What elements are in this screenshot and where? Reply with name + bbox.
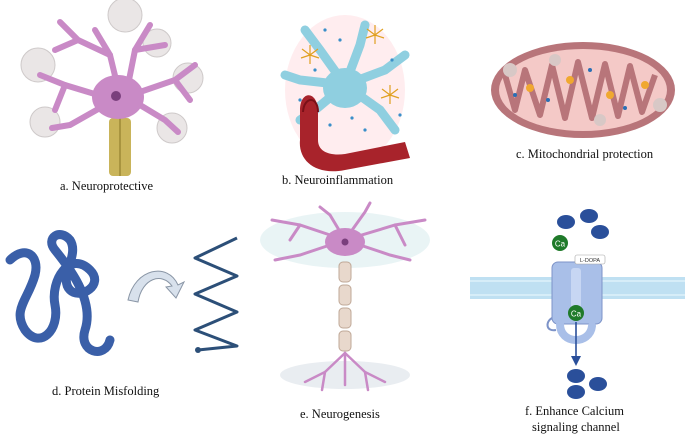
ions-intracellular [567, 369, 607, 399]
protein-helix [195, 238, 237, 350]
calcium-label-top: Ca [555, 240, 566, 249]
caption-f-line2: signaling channel [532, 420, 620, 434]
panel-f-channel-illustration: L-DOPA Ca Ca [470, 209, 685, 399]
neuron-nucleus [111, 91, 121, 101]
panel-c-mitochondrion-illustration [491, 42, 675, 138]
caption-f-line1: f. Enhance Calcium [525, 404, 624, 418]
myelin-segments [339, 262, 351, 351]
calcium-label-bottom: Ca [571, 310, 582, 319]
drug-label: L-DOPA [580, 258, 600, 264]
panel-d-protein-illustration [10, 235, 237, 353]
panel-e-neuron-illustration [260, 203, 430, 390]
transition-arrow [128, 271, 184, 302]
ions-extracellular [557, 209, 609, 239]
misfolded-protein [10, 235, 110, 352]
caption-b: b. Neuroinflammation [282, 173, 394, 187]
caption-e: e. Neurogenesis [300, 407, 380, 421]
panel-a-neuron-illustration [21, 0, 203, 176]
panel-b-glia-illustration [285, 15, 410, 171]
caption-d: d. Protein Misfolding [52, 384, 160, 398]
caption-c: c. Mitochondrial protection [516, 147, 654, 161]
caption-a: a. Neuroprotective [60, 179, 153, 193]
